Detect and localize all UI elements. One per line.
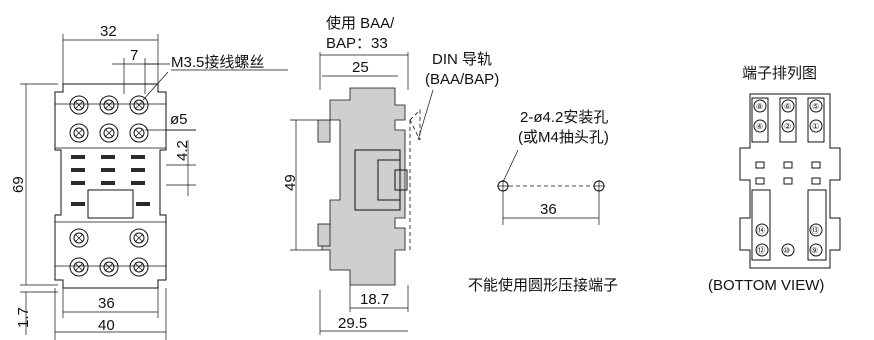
pin-14: ⑭	[757, 226, 765, 235]
dim-side-total-depth: 29.5	[338, 315, 367, 332]
pin-1: ①	[812, 122, 819, 131]
terminal-view-label: (BOTTOM VIEW)	[708, 277, 824, 294]
din-label-line2: (BAA/BAP)	[425, 71, 499, 88]
pin-8: ⑧	[756, 102, 763, 111]
dim-total-width: 40	[98, 317, 115, 334]
side-note-line2: BAP：33	[326, 35, 388, 52]
label-screw: M3.5接线螺丝	[171, 54, 264, 71]
dim-side-width: 25	[352, 59, 369, 76]
dim-top-width: 32	[100, 23, 117, 40]
pin-5: ⑤	[812, 102, 819, 111]
mount-holes-view: 2-ø4.2安装孔 (或M4抽头孔) 36 不能使用圆形压接端子	[468, 109, 618, 294]
socket-slots	[71, 155, 150, 219]
pin-12: ⑫	[757, 246, 765, 255]
dim-screw-pitch: 7	[130, 47, 138, 64]
pin-10: ⑩	[783, 246, 790, 255]
mount-label-line2: (或M4抽头孔)	[518, 129, 609, 146]
pin-2: ②	[784, 122, 791, 131]
pin-4: ④	[756, 122, 763, 131]
terminal-title: 端子排列图	[742, 65, 817, 82]
dim-side-offset: 4.2	[174, 140, 191, 161]
terminal-layout: 端子排列图 ⑧ ④ ⑥ ② ⑤ ① ⑭ ⑬ ⑫ ⑩ ⑨ (BOTTOM VIEW…	[708, 65, 841, 294]
pin-13: ⑬	[811, 226, 819, 235]
label-hole-dia: ø5	[170, 111, 188, 128]
bottom-screw-row	[69, 228, 149, 277]
dim-side-depth-rail: 18.7	[360, 291, 389, 308]
side-note-line1: 使用 BAA/	[326, 15, 395, 32]
dim-hole-spacing: 36	[98, 295, 115, 312]
mount-label-line1: 2-ø4.2安装孔	[520, 109, 608, 126]
pin-6: ⑥	[784, 102, 791, 111]
no-terminal-note: 不能使用圆形压接端子	[468, 277, 618, 294]
mount-spacing: 36	[540, 201, 557, 218]
front-view: 32 7 M3.5接线螺丝 ø5 4.2 69 1.7 36 40	[10, 23, 288, 340]
top-screw-row	[69, 95, 149, 143]
dim-bottom-offset: 1.7	[15, 307, 32, 328]
din-label-line1: DIN 导轨	[432, 51, 492, 68]
dim-side-height: 49	[282, 174, 299, 191]
dim-height: 69	[10, 176, 27, 193]
pin-9: ⑨	[811, 246, 818, 255]
side-view: 使用 BAA/ BAP：33 25 49 DIN 导轨 (BAA/BAP) 18…	[282, 15, 499, 335]
